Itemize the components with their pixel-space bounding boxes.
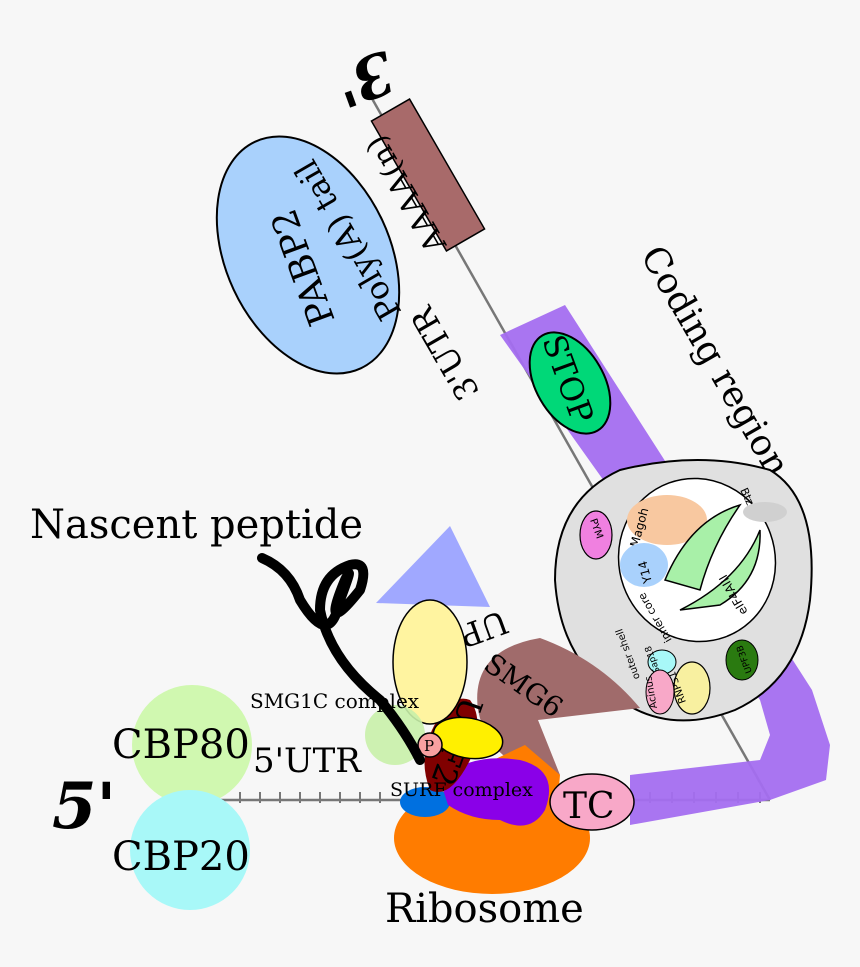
phosphate: P: [417, 732, 443, 758]
p-label: P: [424, 737, 434, 755]
coding-region-label: Coding region: [632, 239, 797, 484]
smg6: SMG6: [477, 638, 640, 775]
cbp20-label: CBP20: [112, 834, 250, 880]
nascent-peptide: [257, 553, 425, 765]
three-prime-label: 3': [326, 37, 404, 121]
smg1c-label: SMG1C complex: [250, 689, 420, 713]
y14-label: Y14: [636, 559, 656, 585]
utr3-label: 3'UTR: [403, 299, 487, 407]
tc-label: TC: [563, 786, 615, 827]
ejc-complex: Magoh Y14 eIF4AIII Btz PYM inner core ou…: [553, 459, 813, 722]
yellow-factor: [432, 716, 504, 760]
cbp80-label: CBP80: [112, 722, 250, 768]
ribosome: [394, 745, 590, 894]
surf-label: SURF complex: [390, 779, 533, 801]
utr5-label: 5'UTR: [253, 741, 362, 781]
nascent-peptide-label: Nascent peptide: [30, 502, 363, 548]
cbp20: CBP20: [112, 790, 250, 910]
pabp2: PABP2: [215, 135, 401, 375]
five-prime-label: 5': [52, 769, 116, 844]
ribosome-label: Ribosome: [385, 886, 584, 932]
tc: TC: [549, 773, 635, 831]
cbp80: CBP80: [112, 685, 252, 805]
